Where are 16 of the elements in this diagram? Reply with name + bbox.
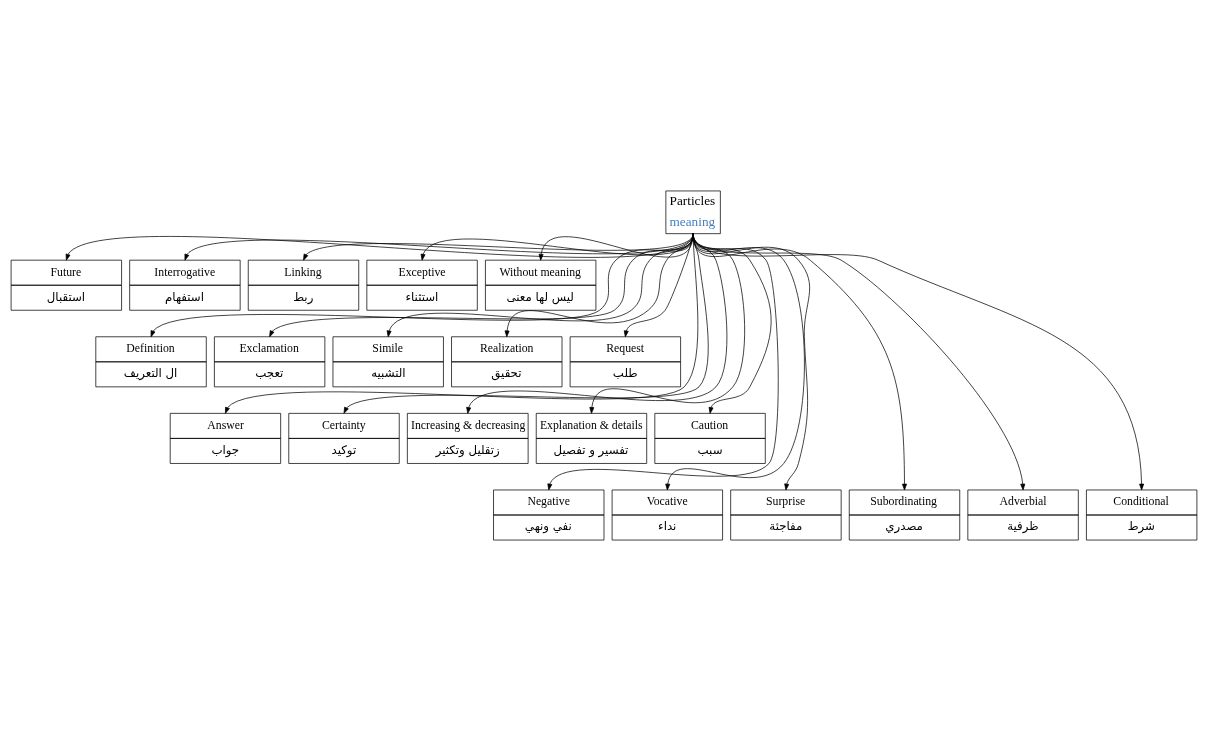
arrow <box>65 233 694 261</box>
arrow <box>466 233 728 414</box>
arrow <box>150 233 694 338</box>
arrow <box>303 233 694 261</box>
arrow <box>504 233 694 338</box>
arrow <box>420 233 694 261</box>
node-box: Particles meaning <box>665 190 721 235</box>
arrow <box>538 233 694 261</box>
arrow <box>386 233 694 338</box>
arrow <box>184 233 694 261</box>
arrow <box>225 233 699 414</box>
arrow <box>269 233 694 338</box>
arrow <box>692 233 907 491</box>
arrow <box>692 233 1026 491</box>
arrow <box>692 233 1145 491</box>
arrow <box>343 233 709 414</box>
